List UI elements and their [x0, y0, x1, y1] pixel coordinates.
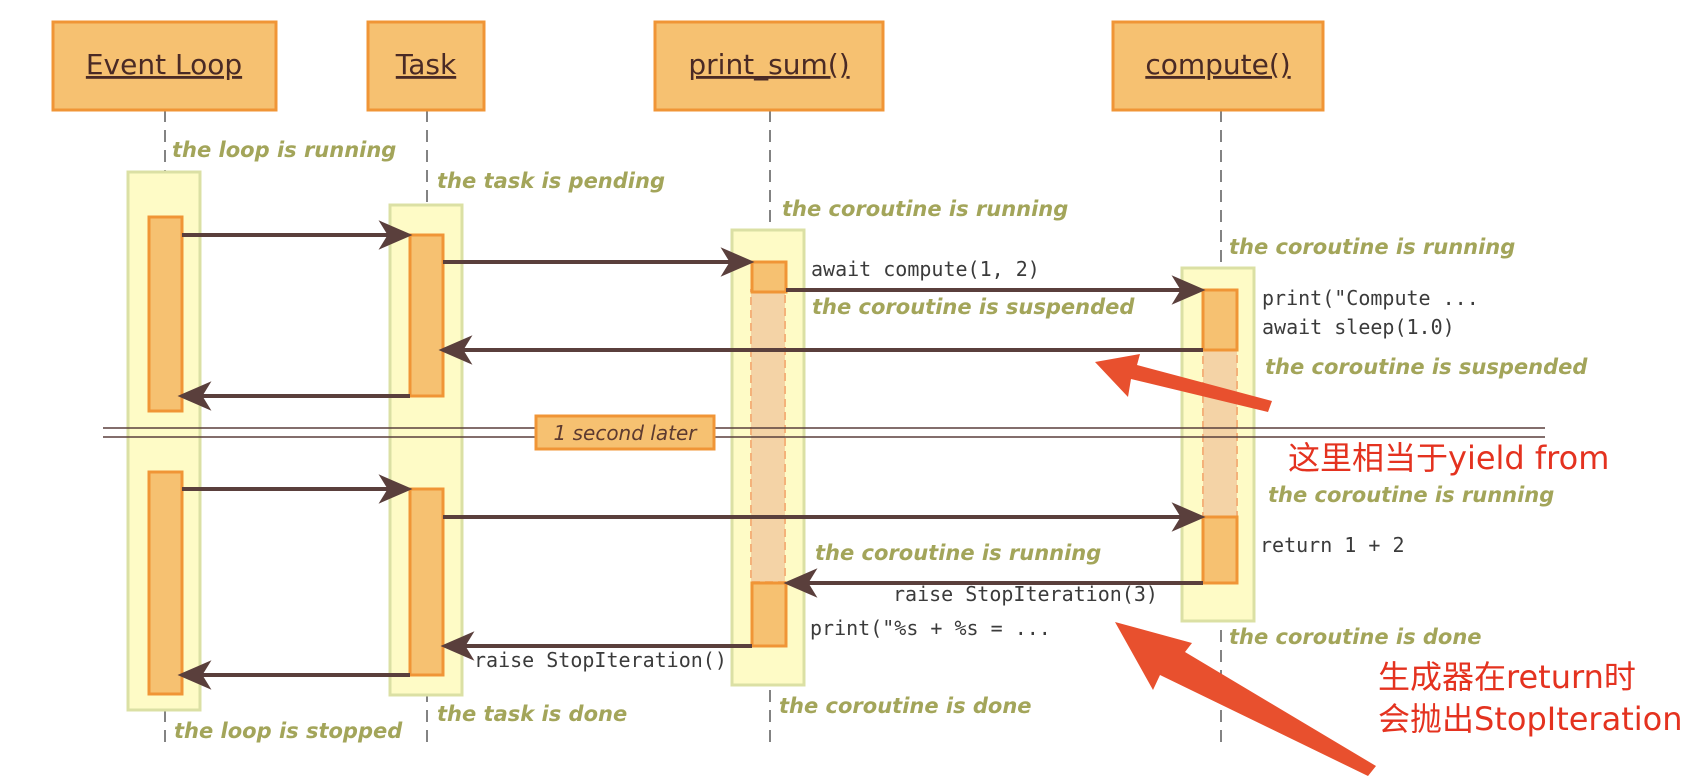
actor-label-print-sum: print_sum()	[688, 48, 849, 81]
activation-compute-2	[1201, 515, 1239, 585]
actor-event-loop: Event Loop	[51, 20, 278, 112]
actor-label-compute: compute()	[1145, 48, 1290, 81]
state-compute-running-2: the coroutine is running	[1268, 483, 1554, 507]
suspended-region-print-sum	[750, 289, 786, 583]
code-raise-stop: raise StopIteration()	[474, 648, 727, 672]
activation-compute-1	[1201, 288, 1239, 352]
state-compute-running-1: the coroutine is running	[1229, 235, 1515, 259]
activation-print-sum-2	[750, 581, 788, 648]
state-print-sum-running-2: the coroutine is running	[815, 541, 1101, 565]
code-return: return 1 + 2	[1260, 533, 1405, 557]
actor-label-task: Task	[395, 48, 457, 81]
actor-compute: compute()	[1111, 20, 1325, 112]
state-compute-done: the coroutine is done	[1229, 625, 1482, 649]
state-loop-stopped: the loop is stopped	[174, 719, 403, 743]
actor-label-event-loop: Event Loop	[86, 48, 242, 81]
activation-loop-2	[147, 470, 184, 696]
messages	[177, 220, 1206, 690]
state-print-sum-done: the coroutine is done	[779, 694, 1032, 718]
state-print-sum-suspended: the coroutine is suspended	[812, 295, 1135, 319]
annotation-arrow-yield	[1095, 354, 1272, 412]
annotation-arrows	[1095, 354, 1376, 776]
activations	[147, 215, 1239, 696]
annotation-arrow-stopiteration	[1115, 622, 1376, 776]
divider-label: 1 second later	[554, 421, 699, 445]
code-await-sleep: await sleep(1.0)	[1262, 315, 1455, 339]
actor-print-sum: print_sum()	[653, 20, 885, 112]
code-print-compute: print("Compute ...	[1262, 286, 1479, 310]
annotation-gen-line1: 生成器在return时	[1378, 658, 1636, 696]
activation-task-2	[408, 487, 445, 677]
state-task-pending: the task is pending	[437, 169, 665, 193]
time-divider: 1 second later	[103, 414, 1545, 451]
divider-label-box	[534, 414, 716, 451]
activation-task-1	[408, 233, 445, 398]
annotation-yield-from: 这里相当于yield from	[1288, 439, 1609, 477]
state-compute-suspended: the coroutine is suspended	[1265, 355, 1588, 379]
state-loop-running: the loop is running	[172, 138, 396, 162]
code-await-compute: await compute(1, 2)	[811, 257, 1040, 281]
state-task-done: the task is done	[437, 702, 627, 726]
activation-loop-1	[147, 215, 184, 413]
state-print-sum-running-1: the coroutine is running	[782, 197, 1068, 221]
suspended-region-compute	[1202, 349, 1238, 519]
actor-task: Task	[366, 20, 486, 112]
annotation-gen-line2: 会抛出StopIteration	[1378, 700, 1683, 738]
code-labels: await compute(1, 2) print("Compute ... a…	[474, 257, 1479, 672]
activation-print-sum-1	[750, 260, 788, 294]
code-print-sum-fmt: print("%s + %s = ...	[810, 616, 1051, 640]
state-labels: the loop is running the task is pending …	[172, 138, 1588, 743]
code-raise-stop-3: raise StopIteration(3)	[893, 582, 1158, 606]
